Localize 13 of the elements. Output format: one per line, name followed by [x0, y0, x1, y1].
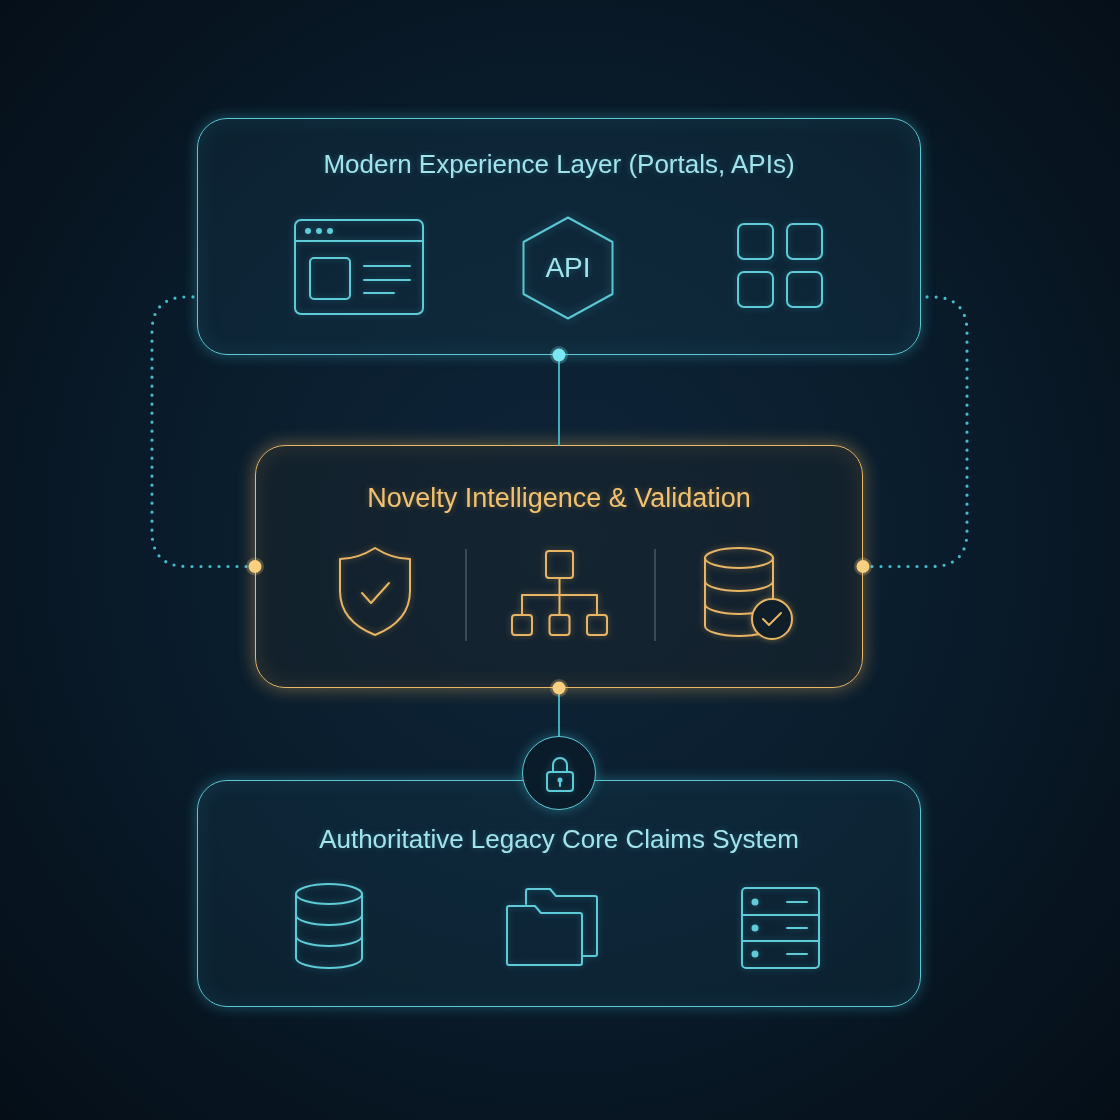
dotted-connector [150, 295, 264, 576]
connector-line [550, 679, 568, 737]
panel-title: Authoritative Legacy Core Claims System [319, 824, 799, 854]
layer-panel [197, 118, 921, 355]
connector-line [550, 346, 568, 446]
hexagon-node [522, 216, 614, 320]
panel-title: Novelty Intelligence & Validation [367, 483, 751, 513]
panel-title: Modern Experience Layer (Portals, APIs) [323, 149, 795, 179]
lock-circle [522, 736, 596, 810]
layer-panel [255, 445, 863, 688]
layer-panel [197, 780, 921, 1007]
dotted-connector [854, 295, 969, 576]
hexagon-label: API [545, 253, 591, 283]
